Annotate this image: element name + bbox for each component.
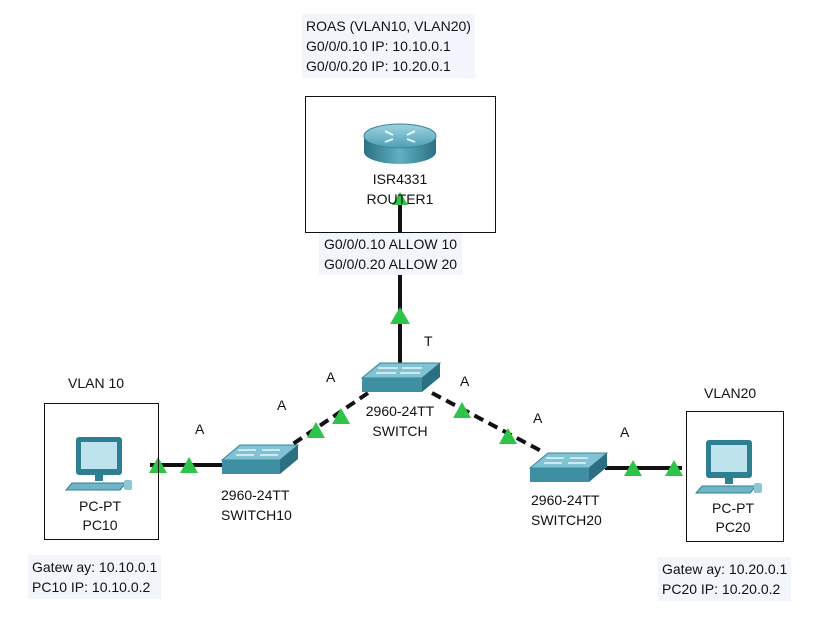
router-model-label: ISR4331 xyxy=(372,171,428,187)
link-switch-switch10 xyxy=(285,391,370,450)
vlan10-label: VLAN 10 xyxy=(68,375,125,391)
port-label-trunk-router: T xyxy=(424,333,433,349)
router-note-line1: ROAS (VLAN10, VLAN20) xyxy=(306,18,471,34)
switch-core-name: SWITCH xyxy=(372,423,428,439)
router-note-line3: G0/0/0.20 IP: 10.20.0.1 xyxy=(306,58,451,74)
router-link-note: G0/0/0.10 ALLOW 10 G0/0/0.20 ALLOW 20 xyxy=(319,233,463,275)
router-name-label: ROUTER1 xyxy=(366,191,434,207)
link-up-indicator xyxy=(332,408,350,424)
pc20-note: Gatew ay: 10.20.0.1 PC20 IP: 10.20.0.2 xyxy=(658,557,792,601)
vlan10-frame xyxy=(44,403,159,540)
link-up-indicator xyxy=(390,307,410,324)
link-up-indicator xyxy=(307,422,325,438)
router-link-note-line1: G0/0/0.10 ALLOW 10 xyxy=(324,236,458,252)
switch20-icon[interactable] xyxy=(528,452,609,482)
port-label-sw20-left: A xyxy=(533,410,543,426)
pc10-type: PC-PT xyxy=(79,498,121,514)
switch-core-icon[interactable] xyxy=(360,362,442,392)
port-label-sw10-right: A xyxy=(277,397,287,413)
pc20-note-line1: Gatew ay: 10.20.0.1 xyxy=(662,561,788,577)
port-label-sw10-left: A xyxy=(195,421,205,437)
link-up-indicator xyxy=(499,428,517,444)
router-link-note-line2: G0/0/0.20 ALLOW 20 xyxy=(324,256,458,272)
pc20-icon[interactable] xyxy=(694,440,762,494)
pc10-note-line1: Gatew ay: 10.10.0.1 xyxy=(32,559,158,575)
vlan20-label: VLAN20 xyxy=(704,385,757,401)
link-up-indicator xyxy=(624,460,642,476)
link-up-indicator xyxy=(665,460,683,476)
router-icon[interactable] xyxy=(363,123,437,164)
pc10-note: Gatew ay: 10.10.0.1 PC10 IP: 10.10.0.2 xyxy=(28,555,162,599)
router-area-frame xyxy=(305,96,496,233)
pc10-note-line2: PC10 IP: 10.10.0.2 xyxy=(32,579,151,595)
pc10-icon[interactable] xyxy=(64,437,132,491)
port-label-core-right: A xyxy=(460,373,470,389)
switch20-name: SWITCH20 xyxy=(531,512,602,528)
pc10-name: PC10 xyxy=(82,517,118,533)
switch10-model: 2960-24TT xyxy=(221,487,290,503)
switch20-model: 2960-24TT xyxy=(531,492,600,508)
port-label-core-left: A xyxy=(326,369,336,385)
switch10-name: SWITCH10 xyxy=(221,507,292,523)
switch-core-model: 2960-24TT xyxy=(365,403,435,419)
link-up-indicator xyxy=(392,192,408,205)
switch10-icon[interactable] xyxy=(220,444,300,474)
vlan20-frame xyxy=(686,411,784,542)
link-up-indicator xyxy=(453,402,471,418)
pc20-note-line2: PC20 IP: 10.20.0.2 xyxy=(662,581,781,597)
router-note-line2: G0/0/0.10 IP: 10.10.0.1 xyxy=(306,38,451,54)
router-note: ROAS (VLAN10, VLAN20) G0/0/0.10 IP: 10.1… xyxy=(302,14,475,78)
link-up-indicator xyxy=(180,457,198,473)
link-switch-switch20 xyxy=(431,391,546,455)
pc20-type: PC-PT xyxy=(712,500,754,516)
pc20-name: PC20 xyxy=(715,519,751,535)
port-label-sw20-right: A xyxy=(620,424,630,440)
